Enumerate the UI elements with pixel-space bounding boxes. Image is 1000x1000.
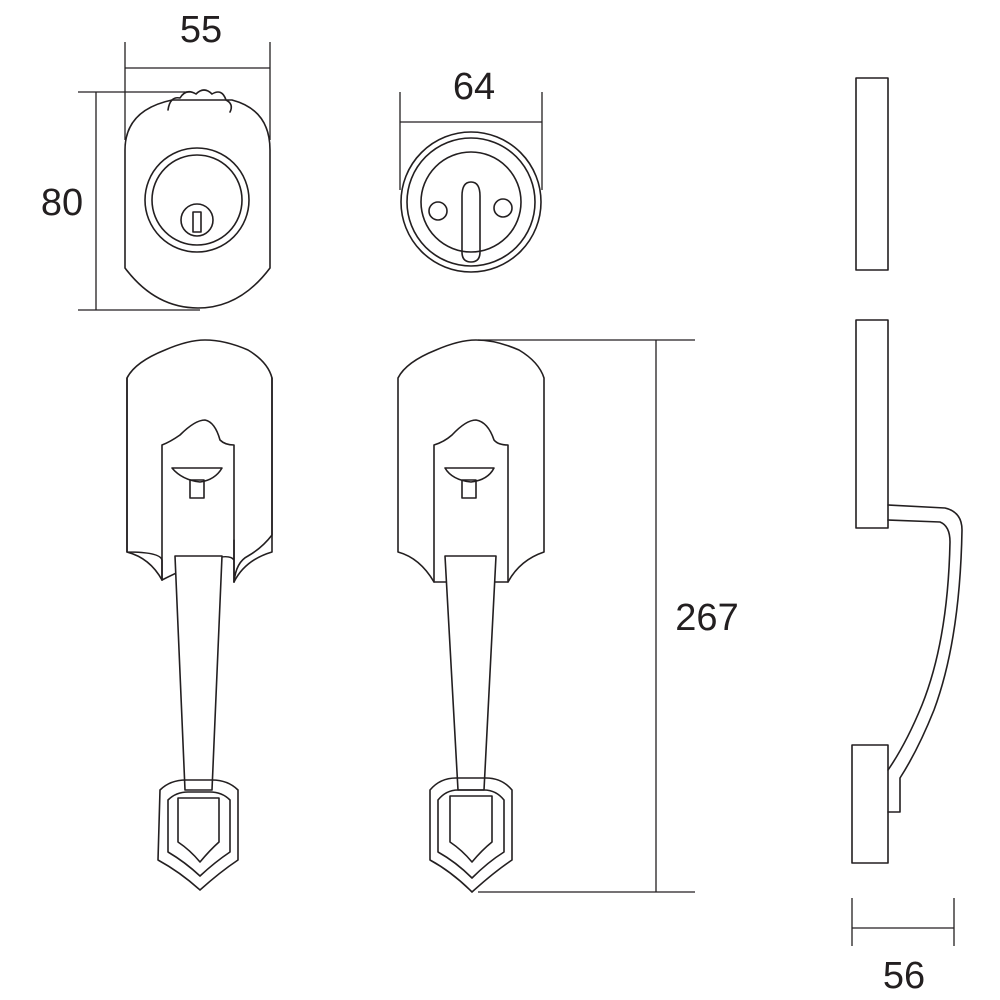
- dimension-267: 267: [478, 339, 739, 893]
- interior-handle-view: [397, 339, 545, 893]
- dimension-label-64: 64: [453, 66, 495, 108]
- dimension-64: 64: [399, 66, 543, 190]
- exterior-handle-view: [126, 339, 273, 891]
- dimension-label-55: 55: [180, 9, 222, 51]
- exterior-deadbolt-view: [124, 89, 271, 309]
- side-profile-view: [851, 77, 963, 864]
- dimension-label-80: 80: [41, 182, 83, 224]
- dimension-label-267: 267: [675, 597, 738, 639]
- dimension-80: 80: [41, 91, 200, 311]
- dimension-label-56: 56: [883, 955, 925, 997]
- dimension-55: 55: [124, 9, 271, 140]
- dimension-56: 56: [851, 898, 955, 997]
- interior-thumbturn-view: [400, 131, 542, 273]
